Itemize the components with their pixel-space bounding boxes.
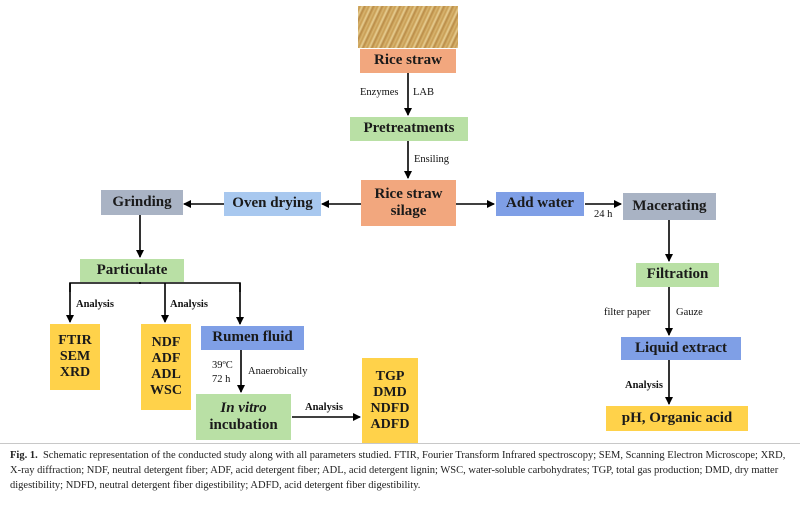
fiber-params-box: NDF ADF ADL WSC bbox=[141, 324, 191, 410]
param-dmd: DMD bbox=[373, 384, 407, 400]
in-vitro-incubation-box: In vitro incubation bbox=[196, 394, 291, 440]
ph-organic-acid-label: pH, Organic acid bbox=[621, 409, 733, 426]
ph-organic-acid-box: pH, Organic acid bbox=[606, 406, 748, 431]
label-filter-paper: filter paper bbox=[604, 307, 651, 318]
rice-straw-silage-box: Rice straw silage bbox=[361, 180, 456, 226]
physical-params-box: FTIR SEM XRD bbox=[50, 324, 100, 390]
caption-text: Schematic representation of the conducte… bbox=[10, 450, 786, 491]
add-water-box: Add water bbox=[496, 192, 584, 216]
macerating-label: Macerating bbox=[632, 197, 707, 214]
label-ensiling: Ensiling bbox=[414, 154, 450, 165]
label-24h: 24 h bbox=[594, 209, 613, 220]
param-xrd: XRD bbox=[59, 365, 91, 381]
label-anaerobically: Anaerobically bbox=[248, 366, 308, 377]
param-ftir: FTIR bbox=[58, 332, 92, 348]
grinding-box: Grinding bbox=[101, 190, 183, 215]
oven-drying-box: Oven drying bbox=[224, 192, 321, 216]
incubation-label-line2: incubation bbox=[209, 417, 278, 433]
fermentation-params-box: TGP DMD NDFD ADFD bbox=[362, 358, 418, 444]
rice-straw-box: Rice straw bbox=[360, 49, 456, 73]
liquid-extract-box: Liquid extract bbox=[621, 337, 741, 360]
silage-label-line2: silage bbox=[390, 203, 427, 219]
liquid-extract-label: Liquid extract bbox=[634, 339, 728, 356]
label-temperature: 39ºC bbox=[212, 360, 233, 371]
incubation-label-line1: In vitro bbox=[220, 399, 267, 416]
filtration-box: Filtration bbox=[636, 263, 719, 287]
param-wsc: WSC bbox=[150, 383, 182, 399]
label-analysis-tgp: Analysis bbox=[305, 402, 343, 413]
label-72h: 72 h bbox=[212, 374, 231, 385]
add-water-label: Add water bbox=[506, 195, 574, 212]
rice-straw-photo bbox=[358, 6, 458, 48]
arrow-branch-line bbox=[69, 282, 241, 292]
macerating-box: Macerating bbox=[623, 193, 716, 220]
particulate-box: Particulate bbox=[80, 259, 184, 282]
param-ndfd: NDFD bbox=[370, 401, 410, 416]
rumen-fluid-label: Rumen fluid bbox=[212, 329, 293, 346]
rice-straw-label: Rice straw bbox=[374, 52, 442, 69]
param-adl: ADL bbox=[151, 367, 181, 382]
label-analysis-ftir: Analysis bbox=[76, 299, 114, 310]
param-sem: SEM bbox=[59, 348, 91, 364]
param-tgp: TGP bbox=[375, 368, 405, 384]
label-enzymes: Enzymes bbox=[360, 87, 399, 98]
label-gauze: Gauze bbox=[676, 307, 703, 318]
param-adfd: ADFD bbox=[370, 417, 410, 433]
label-lab: LAB bbox=[413, 87, 434, 98]
label-analysis-ph: Analysis bbox=[625, 380, 663, 391]
param-adf: ADF bbox=[151, 350, 181, 366]
figure-caption: Fig. 1. Schematic representation of the … bbox=[10, 448, 792, 493]
pretreatments-label: Pretreatments bbox=[363, 120, 455, 137]
pretreatments-box: Pretreatments bbox=[350, 117, 468, 141]
param-ndf: NDF bbox=[151, 334, 181, 350]
rumen-fluid-box: Rumen fluid bbox=[201, 326, 304, 350]
oven-drying-label: Oven drying bbox=[232, 195, 313, 212]
label-analysis-ndf: Analysis bbox=[170, 299, 208, 310]
filtration-label: Filtration bbox=[646, 266, 709, 283]
caption-prefix: Fig. 1. bbox=[10, 450, 38, 461]
particulate-label: Particulate bbox=[96, 261, 168, 278]
grinding-label: Grinding bbox=[112, 193, 172, 210]
silage-label-line1: Rice straw bbox=[374, 185, 443, 202]
caption-divider bbox=[0, 443, 800, 444]
